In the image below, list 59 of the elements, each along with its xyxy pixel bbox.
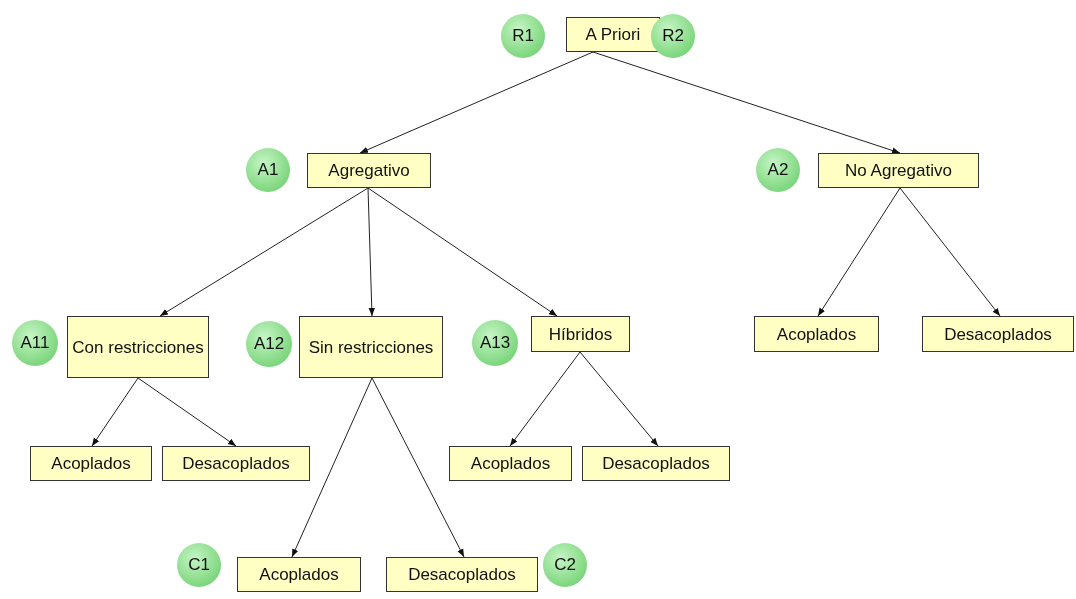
- arrow: [137, 377, 237, 447]
- node-text: Con restricciones: [72, 336, 204, 358]
- node-text: No Agregativo: [845, 160, 952, 181]
- node-text: Desacoplados: [602, 453, 710, 474]
- arrow: [359, 51, 594, 154]
- arrow: [159, 187, 369, 317]
- category-box: [582, 446, 730, 481]
- label-circle: [543, 543, 587, 587]
- category-box: [237, 557, 361, 592]
- node-text: Acoplados: [51, 453, 131, 474]
- arrow: [291, 377, 373, 558]
- label-circle: [246, 148, 290, 192]
- arrow: [899, 187, 1001, 317]
- node-text: R2: [662, 26, 684, 46]
- node-text: Desacoplados: [944, 323, 1052, 345]
- node-text: Acoplados: [259, 564, 339, 585]
- label-circle: [12, 320, 58, 366]
- arrow: [509, 351, 581, 447]
- arrow: [817, 187, 901, 317]
- label-circle: [756, 148, 800, 192]
- category-box: [922, 316, 1074, 352]
- arrow: [367, 187, 558, 317]
- category-box: [754, 316, 879, 352]
- node-text: R1: [512, 26, 534, 46]
- node-text: A11: [20, 333, 50, 353]
- category-box: [818, 153, 979, 188]
- node-text: Agregativo: [328, 160, 410, 181]
- node-text: Desacoplados: [408, 564, 516, 585]
- node-text: A Priori: [585, 24, 641, 45]
- category-box: [67, 316, 209, 378]
- node-text: Desacoplados: [182, 453, 290, 474]
- node-text: Híbridos: [548, 323, 613, 345]
- node-text: Acoplados: [776, 323, 857, 345]
- category-box: [162, 446, 310, 481]
- node-text: C1: [188, 555, 210, 575]
- category-box: [566, 17, 660, 52]
- node-text: Acoplados: [470, 453, 551, 474]
- node-text: C2: [554, 555, 576, 575]
- category-box: [30, 446, 152, 481]
- label-circle: [501, 14, 545, 58]
- label-circle: [651, 14, 695, 58]
- node-text: A12: [253, 334, 285, 354]
- category-box: [386, 557, 538, 592]
- arrow: [367, 187, 375, 317]
- node-text: A2: [767, 160, 789, 180]
- node-text: Sin restricciones: [308, 336, 434, 358]
- arrow: [592, 51, 901, 154]
- category-box: [307, 153, 431, 188]
- label-circle: [246, 321, 292, 367]
- arrow: [371, 377, 465, 558]
- arrow: [91, 377, 139, 447]
- label-circle: [472, 320, 518, 366]
- label-circle: [177, 543, 221, 587]
- node-text: A13: [479, 333, 511, 353]
- category-box: [531, 316, 630, 352]
- category-box: [299, 316, 443, 378]
- category-box: [449, 446, 572, 481]
- node-text: A1: [257, 160, 279, 180]
- arrow: [579, 351, 659, 447]
